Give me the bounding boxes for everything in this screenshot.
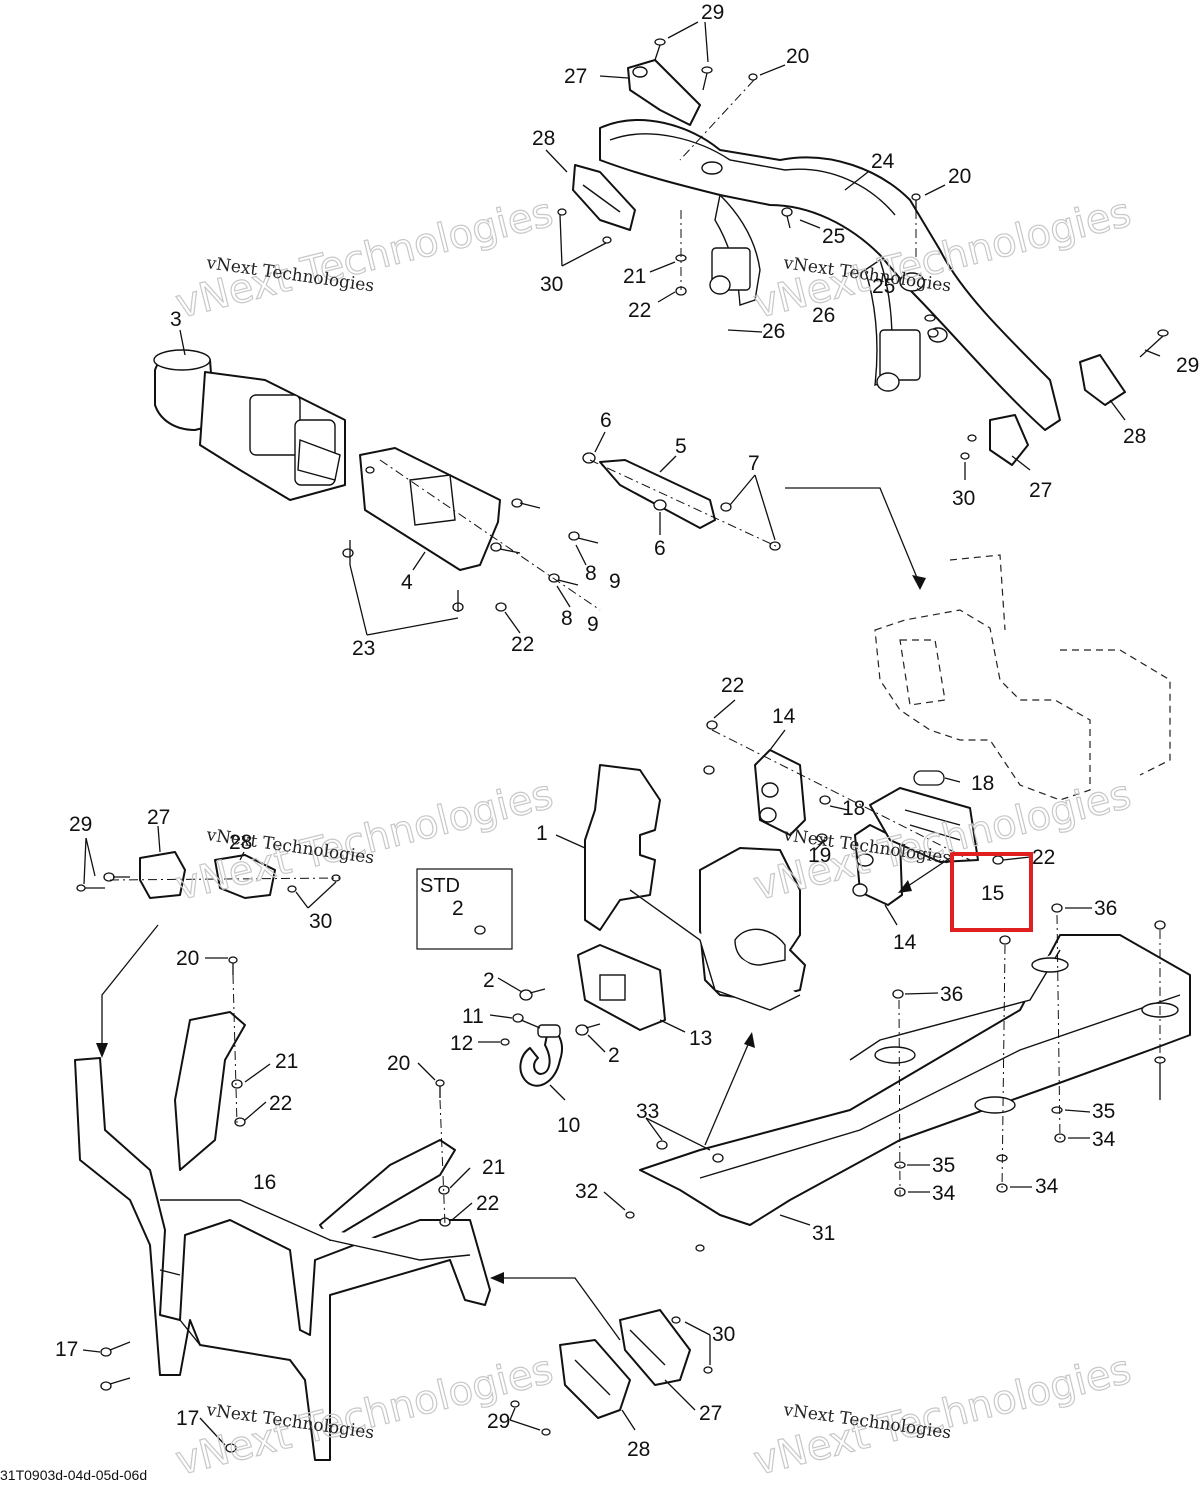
tow-hook bbox=[519, 1024, 563, 1087]
callout: 2 bbox=[483, 969, 495, 992]
skid-plate bbox=[639, 934, 1191, 1226]
callout: 22 bbox=[269, 1092, 292, 1115]
callout: 25 bbox=[872, 275, 895, 298]
callout: 8 bbox=[561, 607, 573, 630]
callout: 17 bbox=[176, 1407, 199, 1430]
callout: 35 bbox=[932, 1154, 955, 1177]
callout: 29 bbox=[487, 1410, 510, 1433]
callout: 18 bbox=[971, 772, 994, 795]
callout: 22 bbox=[721, 674, 744, 697]
callout: 14 bbox=[893, 931, 917, 954]
bracket-14-lower bbox=[852, 824, 903, 906]
callout: 26 bbox=[812, 304, 835, 327]
callout: 21 bbox=[275, 1050, 298, 1073]
leader-lines bbox=[82, 21, 1161, 1446]
callout: 28 bbox=[229, 831, 252, 854]
callout: 28 bbox=[627, 1438, 650, 1461]
bracket-28-right bbox=[1079, 354, 1126, 406]
callout: 23 bbox=[352, 637, 375, 660]
callout: 21 bbox=[623, 265, 646, 288]
bracket-plate-right bbox=[869, 787, 979, 863]
callout: 29 bbox=[1176, 354, 1199, 377]
callout: 27 bbox=[699, 1402, 722, 1425]
front-bumper-lower bbox=[74, 1011, 491, 1461]
callout: 27 bbox=[1029, 479, 1052, 502]
callout: 3 bbox=[170, 308, 182, 331]
callout: 34 bbox=[932, 1182, 956, 1205]
callout: 5 bbox=[675, 435, 687, 458]
callout: 22 bbox=[1032, 846, 1055, 869]
callout: 21 bbox=[482, 1156, 505, 1179]
bracket-5 bbox=[599, 459, 716, 529]
callout: 30 bbox=[540, 273, 563, 296]
callout: 34 bbox=[1092, 1128, 1116, 1151]
callout: 6 bbox=[600, 409, 612, 432]
callout: 20 bbox=[948, 165, 971, 188]
bumper-brackets-bottom bbox=[559, 1309, 691, 1419]
bracket-14-upper bbox=[754, 749, 806, 836]
callout: 30 bbox=[309, 910, 332, 933]
winch-plate bbox=[359, 447, 501, 571]
callout: 4 bbox=[401, 571, 413, 594]
highlight-part-15 bbox=[950, 852, 1033, 932]
callout: 30 bbox=[952, 487, 975, 510]
callout: 33 bbox=[636, 1100, 659, 1123]
callout-highlighted-15: 15 bbox=[981, 882, 1004, 905]
callout: 25 bbox=[822, 225, 845, 248]
callout: 20 bbox=[786, 45, 809, 68]
std-box: STD bbox=[416, 868, 513, 950]
callout: 20 bbox=[176, 947, 199, 970]
callout: 30 bbox=[712, 1323, 735, 1346]
callout: 2 bbox=[608, 1044, 620, 1067]
callout: 6 bbox=[654, 537, 666, 560]
callout: 29 bbox=[69, 813, 92, 836]
callout: 20 bbox=[387, 1052, 410, 1075]
callout: 34 bbox=[1035, 1175, 1059, 1198]
callout: 18 bbox=[842, 797, 865, 820]
callout: 31 bbox=[812, 1222, 835, 1245]
bumper-brackets-left bbox=[139, 851, 276, 899]
callouts: 29 27 20 28 24 20 25 21 25 30 22 26 26 2… bbox=[55, 1, 1199, 1461]
callout: 14 bbox=[772, 705, 796, 728]
callout: 22 bbox=[511, 633, 534, 656]
callout: 13 bbox=[689, 1027, 712, 1050]
callout: 28 bbox=[532, 127, 555, 150]
callout: 8 bbox=[585, 562, 597, 585]
callout: 36 bbox=[1094, 897, 1117, 920]
winch bbox=[153, 349, 346, 501]
callout: 12 bbox=[450, 1032, 473, 1055]
callout: 2 bbox=[452, 897, 464, 920]
callout: 7 bbox=[748, 452, 760, 475]
callout: 26 bbox=[762, 320, 785, 343]
std-label: STD bbox=[420, 875, 460, 897]
callout: 9 bbox=[609, 570, 621, 593]
callout: 11 bbox=[462, 1005, 484, 1028]
callout: 27 bbox=[147, 806, 170, 829]
callout: 10 bbox=[557, 1114, 580, 1137]
bracket-27-right bbox=[989, 414, 1029, 466]
callout: 22 bbox=[628, 299, 651, 322]
callout: 22 bbox=[476, 1192, 499, 1215]
callout: 19 bbox=[808, 844, 831, 867]
callout: 28 bbox=[1123, 425, 1146, 448]
callout: 29 bbox=[701, 1, 724, 24]
callout: 35 bbox=[1092, 1100, 1115, 1123]
hitch-bracket-13 bbox=[577, 944, 666, 1031]
front-bumper-top bbox=[599, 119, 1061, 431]
bracket-28-top bbox=[572, 164, 636, 231]
drawing-code: 31T0903d-04d-05d-06d bbox=[0, 1467, 147, 1483]
callout: 32 bbox=[575, 1180, 598, 1203]
callout: 27 bbox=[564, 65, 587, 88]
frame-reference-ghost bbox=[874, 554, 1171, 801]
callout: 17 bbox=[55, 1338, 78, 1361]
callout: 24 bbox=[871, 150, 895, 173]
callout: 16 bbox=[253, 1171, 276, 1194]
callout: 36 bbox=[940, 983, 963, 1006]
tow-hitch-cover-1 bbox=[584, 764, 806, 1011]
callout: 9 bbox=[587, 613, 599, 636]
callout: 1 bbox=[536, 822, 548, 845]
